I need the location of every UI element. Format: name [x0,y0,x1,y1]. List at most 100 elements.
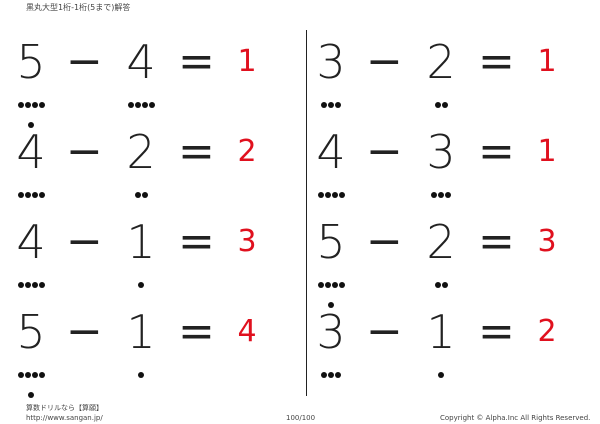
subtrahend-value: 1 [426,305,456,359]
count-dots [424,88,458,108]
subtrahend-value: 2 [426,35,456,89]
dot [17,102,24,108]
minuend: 5 [14,305,48,398]
problem: 4−1=3 [14,215,294,288]
minuend-value: 5 [16,305,46,359]
dot [338,282,345,288]
dot [324,282,331,288]
page-number: 100/100 [286,414,316,422]
subtrahend: 2 [424,215,458,288]
equals-sign: = [478,36,515,87]
dot [31,372,38,378]
count-dots [124,88,158,108]
dot [31,102,38,108]
subtrahend: 2 [424,35,458,108]
minuend: 3 [314,36,348,108]
dot [431,192,437,198]
equals-sign: = [478,126,515,177]
count-dots [14,88,48,128]
minus-sign: − [66,126,103,177]
dot [38,372,45,378]
minus-sign: − [66,216,103,267]
dot [24,102,31,108]
dot [328,302,334,308]
subtrahend-value: 1 [126,215,156,269]
minuend: 5 [314,215,348,308]
dot [17,282,24,288]
minuend-value: 3 [316,305,346,359]
equals-sign: = [178,306,215,357]
minuend: 4 [14,125,48,198]
minuend: 5 [14,36,48,128]
dot [134,192,141,198]
count-dots [314,178,348,198]
column-divider [306,30,307,396]
count-dots [314,358,348,378]
footer-brand: 算数ドリルなら【算願】 [26,404,103,412]
minuend-value: 4 [16,125,46,179]
equals-sign: = [178,216,215,267]
answer: 3 [537,224,557,259]
dot [141,192,148,198]
answer: 4 [237,314,257,349]
footer-url[interactable]: http://www.sangan.jp/ [26,414,103,422]
dot [445,192,451,198]
minuend: 4 [14,216,48,288]
minus-sign: − [366,306,403,357]
minuend-value: 5 [316,215,346,269]
count-dots [14,358,48,398]
dot [441,102,448,108]
problem: 5−1 = 4 [14,305,294,398]
dot [17,372,24,378]
minus-sign: − [66,306,103,357]
minus-sign: − [366,216,403,267]
count-dots [14,178,48,198]
minus-sign: − [366,36,403,87]
minuend-value: 4 [316,125,346,179]
subtrahend-value: 2 [126,125,156,179]
dot [434,282,441,288]
dot [31,192,38,198]
count-dots [124,178,158,198]
dot [328,372,334,378]
count-dots [424,268,458,288]
equals-sign: = [478,216,515,267]
count-dots [124,268,158,288]
dot [321,372,327,378]
minuend: 4 [314,125,348,198]
dot [24,282,31,288]
dot [138,282,144,288]
dot [438,192,444,198]
equals-sign: = [478,306,515,357]
count-dots [424,358,458,378]
answer: 1 [237,44,257,79]
subtrahend-value: 1 [126,305,156,359]
subtrahend: 1 [124,305,158,378]
count-dots [124,358,158,378]
problem: 3−2=1 [314,35,594,108]
minus-sign: − [366,126,403,177]
problem: 5−4=1 [14,36,294,128]
problem: 4−3=1 [314,125,594,198]
dot [438,372,444,378]
dot [28,392,34,398]
dot [31,282,38,288]
answer: 2 [537,314,557,349]
dot [434,102,441,108]
minuend: 3 [314,305,348,378]
worksheet-title: 黒丸大型1桁-1桁(5まで)解答 [26,3,131,12]
dot [28,122,34,128]
dot [17,192,24,198]
dot [317,282,324,288]
answer: 2 [237,134,257,169]
dot [331,192,338,198]
subtrahend: 1 [424,305,458,378]
dot [324,192,331,198]
dot [321,102,327,108]
count-dots [314,268,348,308]
dot [335,102,341,108]
dot [335,372,341,378]
dot [38,192,45,198]
dot [328,102,334,108]
subtrahend-value: 2 [426,215,456,269]
